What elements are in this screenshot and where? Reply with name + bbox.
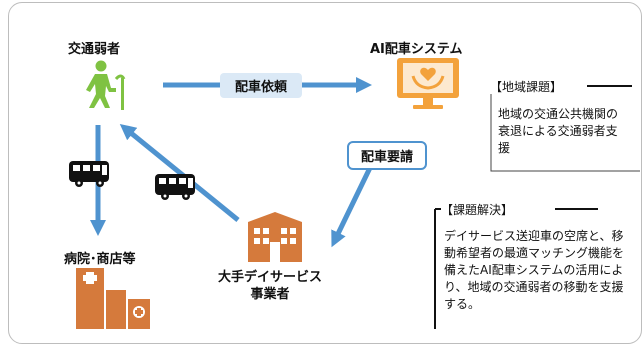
bus-icon: [69, 161, 109, 187]
bus-icon: [155, 174, 195, 200]
regional-issue-text: 地域の交通公共機関の衰退による交通弱者支援: [498, 107, 619, 155]
provider-label-line2: 事業者: [250, 287, 290, 302]
dispatch-demand-label: 配車要請: [347, 141, 427, 170]
elderly-person-icon: [86, 60, 126, 110]
dispatch-request-label: 配車依頼: [220, 73, 302, 98]
hospital-label: 病院･商店等: [64, 252, 136, 267]
solution-bracket: [434, 208, 598, 329]
solution-title: 【課題解決】: [441, 203, 514, 217]
provider-label: 大手デイサービス 事業者: [218, 269, 322, 303]
provider-label-line1: 大手デイサービス: [218, 270, 323, 285]
issue-box-border: [490, 94, 640, 172]
regional-issue-title: 【地域課題】: [490, 80, 563, 94]
solution-text: デイサービス送迎車の空席と、移動希望者の最適マッチング機能を備えたAI配車システ…: [444, 229, 625, 311]
ai-system-label: AI配車システム: [370, 42, 463, 57]
ai-monitor-icon: [397, 58, 459, 109]
diagram-frame: [8, 2, 642, 344]
user-label: 交通弱者: [68, 42, 121, 57]
building-icon: [248, 212, 302, 262]
hospital-shop-icon: [76, 268, 150, 329]
diagram-canvas: [69, 58, 640, 329]
